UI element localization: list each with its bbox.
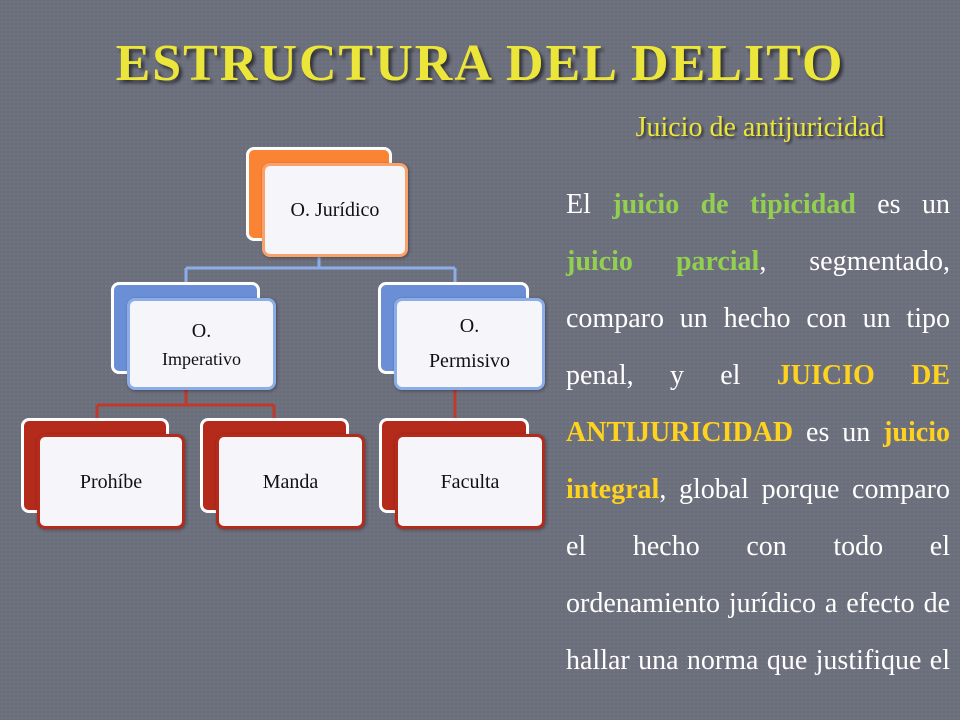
connector-imperativo-to-children xyxy=(95,390,276,418)
node-juridico: O. Jurídico xyxy=(246,147,408,257)
connector-root-to-level2 xyxy=(184,257,457,282)
node-manda: Manda xyxy=(200,418,365,529)
node-faculta-front: Faculta xyxy=(395,434,545,529)
paragraph-text-2: es un xyxy=(855,189,950,220)
node-manda-label: Manda xyxy=(262,470,319,493)
node-juridico-label: O. Jurídico xyxy=(290,199,380,221)
node-faculta: Faculta xyxy=(379,418,545,529)
highlight-juicio-parcial: juicio parcial xyxy=(566,246,760,277)
paragraph-text-1: El xyxy=(566,189,613,220)
diagram-connectors xyxy=(95,257,457,418)
node-faculta-label: Faculta xyxy=(440,470,500,493)
explanation-paragraph: El juicio de tipicidad es un juicio parc… xyxy=(566,176,950,689)
paragraph-text-5: , global porque comparo el hecho con tod… xyxy=(566,474,950,676)
paragraph-text-3: , segmentado, comparo un hecho con un ti… xyxy=(566,246,950,391)
highlight-juicio-antijuricidad: JUICIO DE ANTIJURICIDAD xyxy=(566,360,950,448)
node-imperativo: O. Imperativo xyxy=(111,282,276,390)
highlight-juicio-integral: juicio integral xyxy=(566,417,950,505)
node-permisivo: O. Permisivo xyxy=(378,282,545,390)
highlight-juicio-tipicidad: juicio de tipicidad xyxy=(612,189,856,220)
node-manda-front: Manda xyxy=(216,434,365,529)
node-permisivo-front: O. Permisivo xyxy=(394,298,545,390)
node-juridico-front: O. Jurídico xyxy=(262,163,408,257)
node-prohibe: Prohíbe xyxy=(21,418,185,529)
slide-title: ESTRUCTURA DEL DELITO xyxy=(115,35,845,92)
slide-subtitle: Juicio de antijuricidad xyxy=(635,112,885,143)
node-prohibe-front: Prohíbe xyxy=(37,434,185,529)
node-imperativo-front: O. Imperativo xyxy=(127,298,276,390)
node-permisivo-line2: Permisivo xyxy=(428,350,511,372)
node-prohibe-label: Prohíbe xyxy=(79,470,143,493)
paragraph-text-4: es un xyxy=(793,417,884,448)
node-imperativo-line2: Imperativo xyxy=(162,348,241,369)
node-permisivo-line1: O. xyxy=(459,315,480,337)
node-imperativo-line1: O. xyxy=(191,319,212,342)
